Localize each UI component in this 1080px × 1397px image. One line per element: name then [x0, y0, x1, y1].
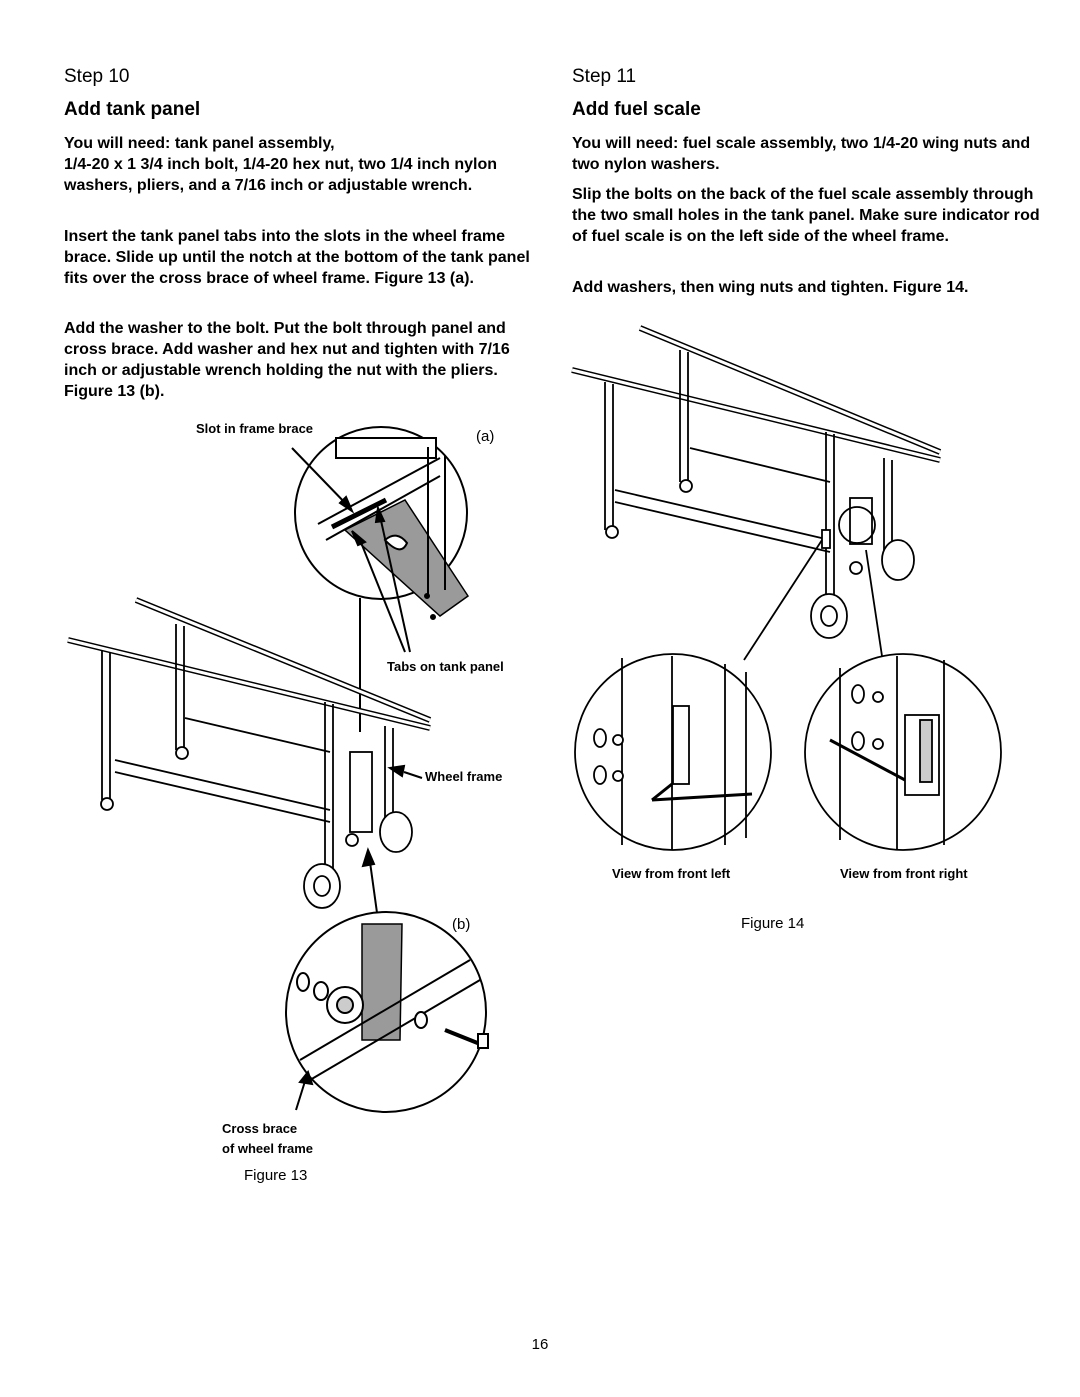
step-10-paragraph-3: Add the washer to the bolt. Put the bolt…: [64, 320, 510, 400]
label-cross-brace: Cross brace: [222, 1121, 298, 1136]
detail-front-left-magnifier: [574, 653, 772, 851]
step-11-title: Add fuel scale: [572, 99, 701, 120]
step-10-need-detail: 1/4-20 x 1 3/4 inch bolt, 1/4-20 hex nut…: [64, 156, 498, 194]
label-wheel-frame: Wheel frame: [425, 769, 503, 784]
step-11-label: Step 11: [572, 66, 637, 87]
step-11-paragraph-1: You will need: fuel scale assembly, two …: [572, 135, 1031, 173]
step-11-paragraph-2: Slip the bolts on the back of the fuel s…: [572, 186, 1040, 245]
label-detail-b: (b): [452, 916, 471, 933]
figure-13-caption: Figure 13: [244, 1167, 308, 1184]
detail-front-right-magnifier: [804, 653, 1002, 851]
label-tabs-on-tank-panel: Tabs on tank panel: [387, 659, 504, 674]
step-10-need-line: You will need: tank panel assembly,: [64, 135, 335, 152]
detail-b-magnifier: [285, 911, 489, 1113]
wheel-frame-cart-right: [571, 325, 942, 639]
label-slot-in-frame-brace: Slot in frame brace: [196, 421, 314, 436]
step-10-label: Step 10: [64, 66, 130, 87]
figure-14-caption: Figure 14: [741, 915, 805, 932]
step-10-paragraph-2: Insert the tank panel tabs into the slot…: [64, 228, 530, 287]
wheel-frame-cart-left: [67, 597, 432, 909]
page-number: 16: [531, 1336, 549, 1353]
step-10-title: Add tank panel: [64, 99, 201, 120]
label-view-front-left: View from front left: [612, 866, 731, 881]
step-11-paragraph-3: Add washers, then wing nuts and tighten.…: [572, 279, 969, 296]
label-view-front-right: View from front right: [840, 866, 968, 881]
label-detail-a: (a): [476, 428, 495, 445]
label-of-wheel-frame: of wheel frame: [222, 1141, 314, 1156]
